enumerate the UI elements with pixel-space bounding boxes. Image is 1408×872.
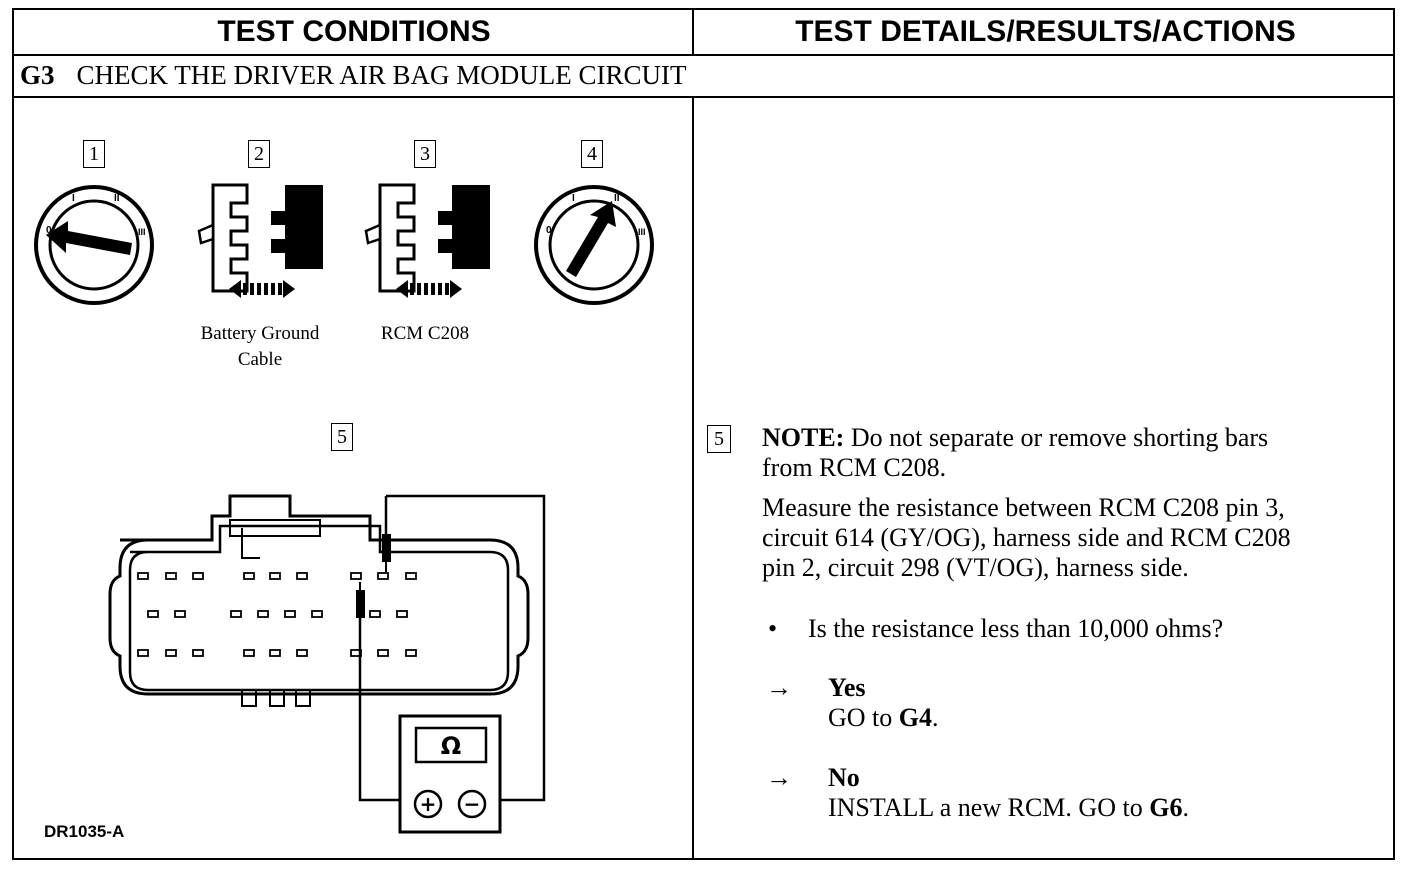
step-4-box: 4 (581, 140, 603, 168)
battery-caption-line2: Cable (237, 349, 283, 370)
switch-label-off: 0 (546, 225, 552, 236)
yes-label: Yes (828, 673, 866, 702)
no-label: No (828, 763, 860, 792)
yes-action-target: G4 (898, 703, 933, 732)
ignition-switch-off-icon: 0 I II III (34, 185, 154, 305)
switch-label-i: I (572, 193, 575, 204)
yes-action-prefix: GO to (828, 703, 899, 732)
ignition-switch-run-icon: 0 I II III (534, 185, 654, 305)
no-branch: No INSTALL a new RCM. GO to G6. (828, 763, 1189, 823)
switch-label-off: 0 (46, 225, 52, 236)
measure-paragraph: Measure the resistance between RCM C208 … (762, 493, 1392, 583)
section-heading: CHECK THE DRIVER AIR BAG MODULE CIRCUIT (76, 60, 687, 90)
rcm-connector-face-with-ohmmeter-diagram: Ω + − (108, 494, 546, 834)
note-line1: Do not separate or remove shorting bars (850, 423, 1269, 452)
switch-label-i: I (72, 193, 75, 204)
switch-label-ii: II (114, 193, 120, 204)
column-divider (692, 96, 694, 858)
section-code: G3 (20, 60, 55, 90)
header-test-conditions: TEST CONDITIONS (217, 15, 491, 48)
measure-line3: pin 2, circuit 298 (VT/OG), harness side… (762, 553, 1189, 582)
switch-label-ii: II (614, 193, 620, 204)
measure-line2: circuit 614 (GY/OG), harness side and RC… (762, 523, 1291, 552)
figure-id: DR1035-A (44, 822, 125, 841)
battery-ground-caption: Battery Ground Cable (180, 321, 340, 373)
negative-terminal-label: − (464, 792, 481, 816)
title-divider (14, 96, 1393, 98)
question-text: Is the resistance less than 10,000 ohms? (808, 614, 1224, 643)
step-3-box: 3 (414, 140, 436, 168)
note-line2: from RCM C208. (762, 453, 947, 482)
header-divider (14, 54, 1393, 56)
no-action-target: G6 (1149, 793, 1183, 822)
rcm-caption: RCM C208 (380, 323, 470, 344)
test-table: TEST CONDITIONS TEST DETAILS/RESULTS/ACT… (12, 8, 1395, 860)
header-test-details: TEST DETAILS/RESULTS/ACTIONS (795, 15, 1296, 48)
positive-terminal-label: + (420, 792, 437, 816)
yes-branch: Yes GO to G4. (828, 673, 939, 733)
positive-terminal-icon (413, 789, 443, 819)
switch-label-iii: III (638, 227, 646, 237)
yes-arrow-icon: → (766, 673, 792, 702)
header-column-divider (692, 10, 694, 54)
battery-ground-connector-icon (197, 183, 323, 298)
ohm-symbol: Ω (441, 732, 461, 760)
no-action-prefix: INSTALL a new RCM. GO to (828, 793, 1150, 822)
negative-terminal-icon (457, 789, 487, 819)
note-label: NOTE: (762, 423, 845, 452)
step-5-box: 5 (331, 423, 353, 451)
no-action-suffix: . (1182, 793, 1189, 822)
no-arrow-icon: → (766, 763, 792, 792)
note-paragraph: NOTE: Do not separate or remove shorting… (762, 423, 1382, 483)
yes-action-suffix: . (932, 703, 939, 732)
details-step-box: 5 (707, 425, 731, 453)
rcm-c208-connector-icon (364, 183, 490, 298)
question-bullet: • (768, 614, 778, 643)
step-1-box: 1 (83, 140, 105, 168)
battery-caption-line1: Battery Ground (200, 323, 320, 344)
switch-label-iii: III (138, 227, 146, 237)
section-title: G3 CHECK THE DRIVER AIR BAG MODULE CIRCUI… (20, 60, 687, 91)
measure-line1: Measure the resistance between RCM C208 … (762, 493, 1285, 522)
step-2-box: 2 (248, 140, 270, 168)
